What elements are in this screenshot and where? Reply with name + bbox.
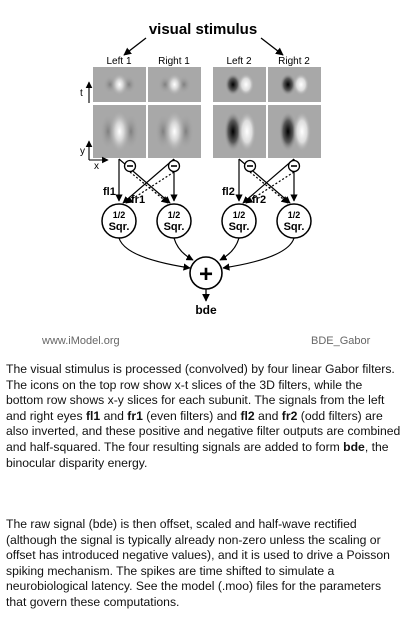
column-label-right2: Right 2 <box>278 56 310 67</box>
squarer-node-1-line2: Sqr. <box>109 221 130 233</box>
bde-gabor-diagram: visual stimulus Left 1 Right 1 Left 2 Ri… <box>41 21 371 347</box>
signal-label-fl2: fl2 <box>222 186 235 198</box>
text-run: and <box>254 408 282 423</box>
description-paragraph-1: The visual stimulus is processed (convol… <box>6 362 402 471</box>
description-paragraph-2: The raw signal (bde) is then offset, sca… <box>6 517 390 609</box>
column-label-left1: Left 1 <box>106 56 131 67</box>
filter-xy-right1 <box>148 105 201 158</box>
text-run: The visual stimulus is processed (convol… <box>6 362 395 423</box>
bold-term: fr1 <box>127 408 143 423</box>
squarer-node-4-line2: Sqr. <box>284 221 305 233</box>
filter-xy-right2 <box>268 105 321 158</box>
squarer-node-3: 1/2 Sqr. <box>221 203 257 239</box>
signal-label-fl1: fl1 <box>103 186 116 198</box>
filter-xt-right1 <box>148 67 201 102</box>
sum-symbol: + <box>199 261 213 288</box>
inhibit-marker-left2 <box>243 159 257 173</box>
column-label-right1: Right 1 <box>158 56 190 67</box>
output-label: bde <box>195 303 217 317</box>
axis-t-label: t <box>80 88 83 99</box>
axes <box>85 81 109 164</box>
squarer-node-2: 1/2 Sqr. <box>156 203 192 239</box>
text-run: and <box>100 408 128 423</box>
inhibit-marker-left1 <box>123 159 137 173</box>
connections-pair1-dotted <box>125 171 175 204</box>
filter-xt-left1 <box>93 67 146 102</box>
filter-xy-left2 <box>213 105 266 158</box>
filter-xt-left2 <box>213 67 266 102</box>
sum-connections <box>118 237 295 271</box>
inhibit-marker-right1 <box>167 159 181 173</box>
bold-term: fl1 <box>85 408 101 423</box>
axis-y-label: y <box>80 146 85 157</box>
title-arrows <box>123 37 284 56</box>
signal-label-fr1: fr1 <box>131 194 145 206</box>
squarer-node-4: 1/2 Sqr. <box>276 203 312 239</box>
text-run: , the binocular disparity energy. <box>6 439 389 470</box>
credit-left: www.iModel.org <box>41 335 120 347</box>
bold-term: fr2 <box>281 408 298 423</box>
squarer-node-2-line2: Sqr. <box>164 221 185 233</box>
inhibit-marker-right2 <box>287 159 301 173</box>
squarer-node-1-line1: 1/2 <box>113 210 126 220</box>
connections-pair2-dotted <box>245 171 295 204</box>
text-run: (odd filters) are also inverted, and the… <box>6 408 401 454</box>
squarer-node-1: 1/2 Sqr. <box>101 203 137 239</box>
bold-term: fl2 <box>240 408 255 423</box>
filter-xt-right2 <box>268 67 321 102</box>
filter-xy-left1 <box>93 105 146 158</box>
diagram-title: visual stimulus <box>149 21 257 38</box>
squarer-node-3-line1: 1/2 <box>233 210 246 220</box>
sum-node: + <box>189 256 223 290</box>
axis-x-label: x <box>94 161 99 172</box>
bold-term: bde <box>343 439 365 454</box>
squarer-node-3-line2: Sqr. <box>229 221 250 233</box>
text-run: (even filters) and <box>142 408 241 423</box>
column-label-left2: Left 2 <box>226 56 251 67</box>
signal-label-fr2: fr2 <box>252 194 266 206</box>
squarer-node-4-line1: 1/2 <box>288 210 301 220</box>
squarer-nodes: 1/2 Sqr. 1/2 Sqr. 1/2 Sqr. 1/2 Sqr. <box>101 203 312 239</box>
squarer-node-2-line1: 1/2 <box>168 210 181 220</box>
credit-right: BDE_Gabor <box>311 335 371 347</box>
